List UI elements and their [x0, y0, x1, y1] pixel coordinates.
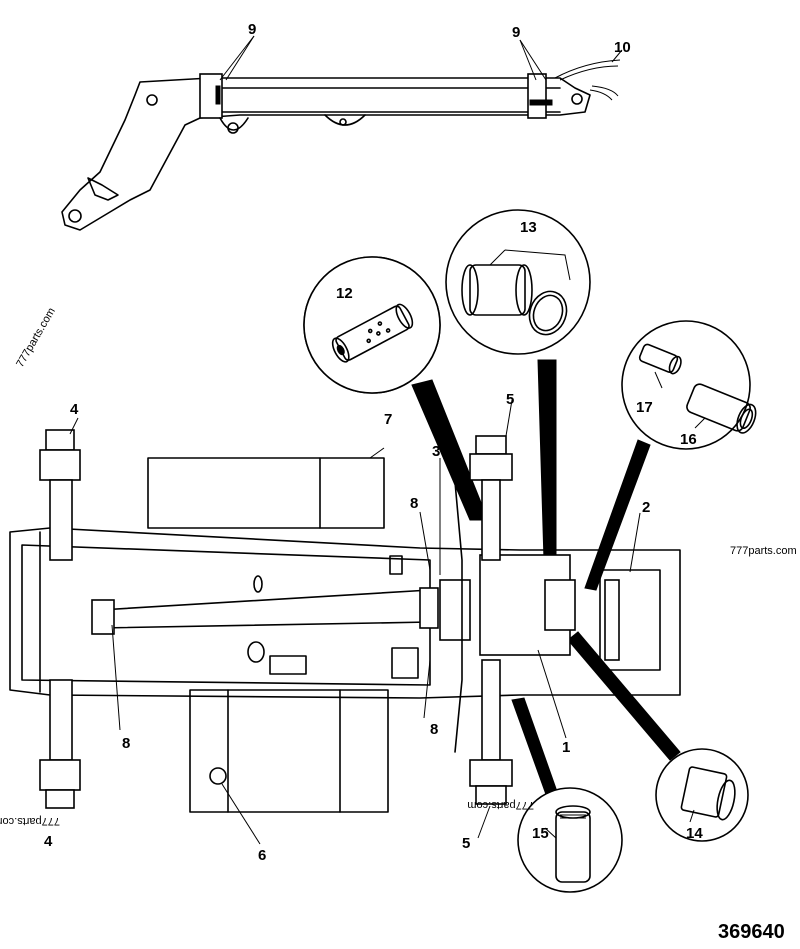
callout-5-bottom: 5 — [462, 835, 470, 852]
callout-14: 14 — [686, 825, 703, 842]
filter-bubble-15 — [511, 697, 623, 893]
callout-10: 10 — [614, 39, 631, 56]
callout-labels: 9 9 10 12 13 17 16 4 5 7 3 8 2 8 8 1 4 5… — [44, 21, 703, 864]
callout-13: 13 — [520, 219, 537, 236]
callout-12: 12 — [336, 285, 353, 302]
filter-bubble-14 — [567, 631, 749, 842]
drawing-number: 369640 — [718, 921, 785, 943]
callout-8-left: 8 — [122, 735, 130, 752]
callout-6: 6 — [258, 847, 266, 864]
callout-4-top: 4 — [70, 401, 79, 418]
filter-bubble-13 — [445, 209, 591, 561]
callout-8-lower: 8 — [430, 721, 438, 738]
watermark-bubble-15: 777parts.com — [467, 799, 534, 811]
watermark-left: 777parts.com — [14, 306, 58, 370]
callout-5-top: 5 — [506, 391, 514, 408]
boom-arm — [61, 59, 621, 231]
callout-9-right: 9 — [512, 24, 520, 41]
filter-bubble-12 — [303, 256, 489, 521]
callout-7: 7 — [384, 411, 392, 428]
callout-3: 3 — [432, 443, 440, 460]
callout-16: 16 — [680, 431, 697, 448]
filter-bubble-16-17 — [584, 320, 757, 591]
callout-2: 2 — [642, 499, 650, 516]
leader-lines — [69, 35, 641, 845]
watermark-right: 777parts.com — [730, 545, 797, 557]
chassis — [9, 429, 681, 813]
callout-4-bottom: 4 — [44, 833, 53, 850]
watermark-bottom-left: 777parts.com — [0, 815, 60, 827]
callout-1: 1 — [562, 739, 570, 756]
callout-8-upper: 8 — [410, 495, 418, 512]
callout-17: 17 — [636, 399, 653, 416]
callout-9-left: 9 — [248, 21, 256, 38]
callout-15: 15 — [532, 825, 549, 842]
